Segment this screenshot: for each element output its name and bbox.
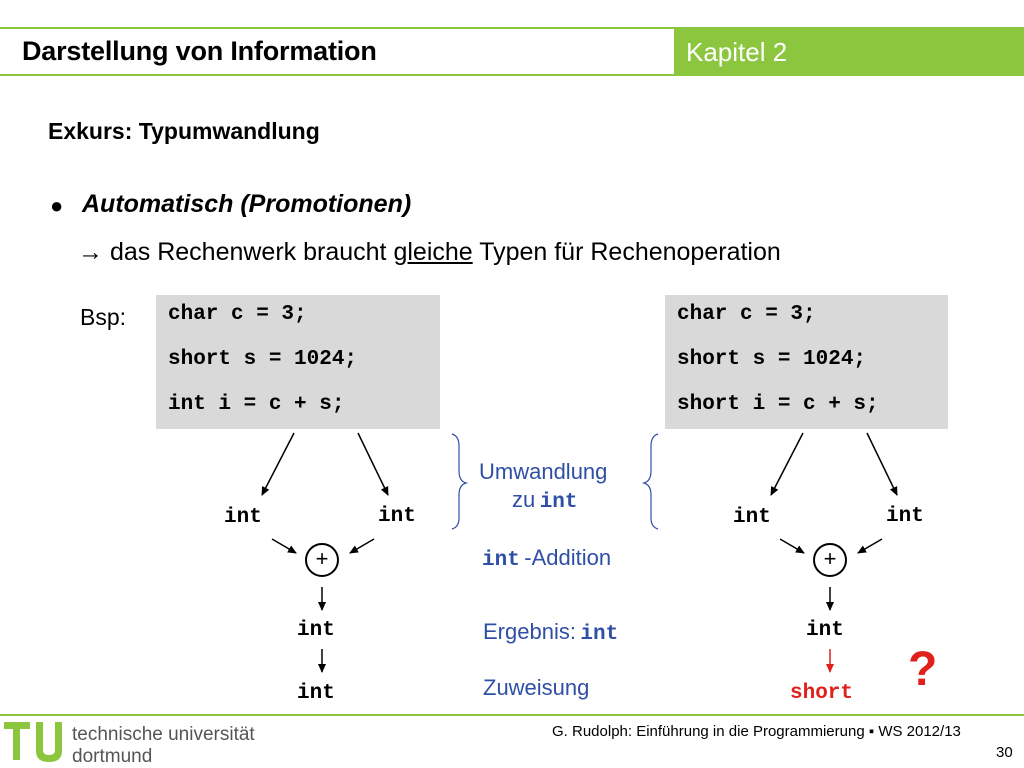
conversion-target: zu int [512,487,578,514]
explanation-after: Typen für Rechenoperation [479,238,781,266]
section-title: Exkurs: Typumwandlung [48,118,320,144]
footer-rule [0,714,1024,716]
arrow-glyph: → [78,238,103,266]
arrow-line [866,432,898,496]
slide-title: Darstellung von Information [22,36,377,66]
code-line: short s = 1024; [168,348,358,371]
conversion-prefix: zu [512,487,536,512]
code-line: char c = 3; [168,303,307,326]
explanation-emphasis: gleiche [393,238,473,266]
left-operand-type: int [224,506,262,529]
question-mark: ? [908,643,938,696]
chapter-badge: Kapitel 2 [674,29,1024,75]
left-operand-type: int [733,506,771,529]
tu-logo-icon [4,722,62,762]
assigned-type: int [297,682,335,705]
result-type: int [297,619,335,642]
result-text: Ergebnis: [483,619,576,644]
right-brace [641,433,659,530]
explanation-line: → das Rechenwerk braucht gleiche Typen f… [78,238,781,267]
arrow-line [770,432,804,496]
university-line2: dortmund [72,746,153,767]
plus-operator: + [813,543,847,577]
arrow-line [357,432,389,496]
assigned-type-short: short [790,682,854,705]
arrow-line [857,538,883,554]
right-operand-type: int [378,505,416,528]
code-line: short s = 1024; [677,348,867,371]
page-number: 30 [996,744,1013,761]
addition-text: -Addition [524,545,612,570]
university-line1: technische universität [72,724,255,745]
bullet-marker: ● [50,193,64,218]
addition-label: int -Addition [482,545,611,572]
result-label: Ergebnis: int [483,619,618,646]
addition-type: int [482,549,520,572]
right-operand-type: int [886,505,924,528]
header-bottom-rule [0,74,1024,76]
arrow-line [271,538,297,554]
footer-citation: G. Rudolph: Einführung in die Programmie… [552,723,961,740]
code-line: short i = c + s; [677,393,879,416]
arrow-line [779,538,805,554]
bullet-heading: Automatisch (Promotionen) [82,190,412,218]
arrow-line [261,432,295,496]
result-type: int [806,619,844,642]
explanation-before: das Rechenwerk braucht [109,238,387,266]
plus-operator: + [305,543,339,577]
university-name: technische universität dortmund [72,724,255,768]
header-top-rule [0,27,1024,29]
left-code-box: char c = 3; short s = 1024; int i = c + … [156,295,440,429]
left-brace [451,433,469,530]
example-label: Bsp: [80,304,127,330]
arrow-line [349,538,375,554]
code-line: char c = 3; [677,303,816,326]
result-type-annotation: int [580,623,619,646]
assignment-label: Zuweisung [483,675,590,700]
conversion-type: int [539,491,578,514]
right-code-box: char c = 3; short s = 1024; short i = c … [665,295,948,429]
code-line: int i = c + s; [168,393,345,416]
conversion-label: Umwandlung [479,459,608,484]
